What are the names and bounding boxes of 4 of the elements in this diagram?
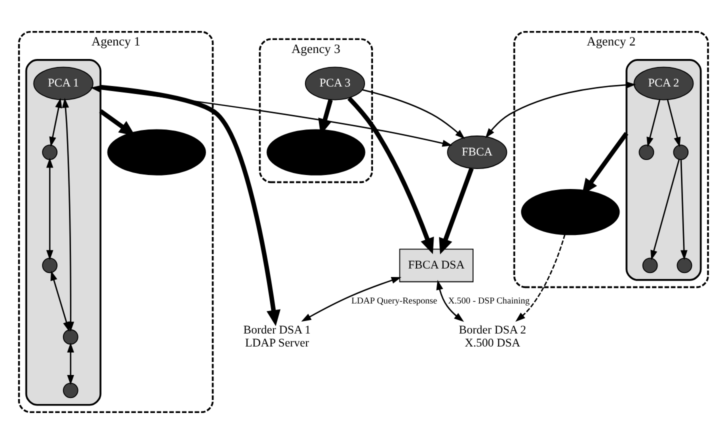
node-text: Border DSA 1 LDAP Server bbox=[243, 323, 311, 349]
edge-label: LDAP Query-Response bbox=[351, 294, 438, 305]
edge-label: X.500 - DSP Chaining bbox=[448, 294, 530, 305]
node-text: Border DSA 2 X.500 DSA bbox=[458, 323, 526, 349]
